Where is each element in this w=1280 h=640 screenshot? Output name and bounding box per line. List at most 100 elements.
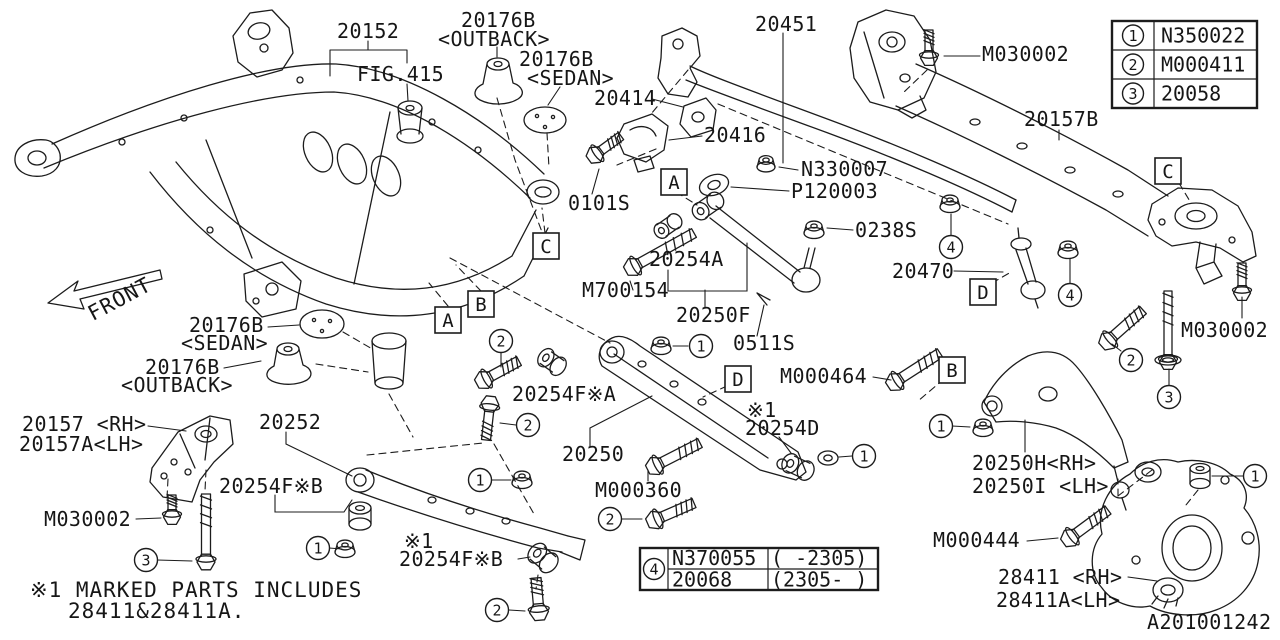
part-label-bushing-outback-left-b: <OUTBACK> bbox=[121, 373, 233, 397]
svg-text:2: 2 bbox=[1128, 56, 1137, 74]
nut-4-stablink-upper-drawing bbox=[939, 194, 961, 214]
legend-part-number: N350022 bbox=[1161, 24, 1245, 48]
part-label-nut-n330007: N330007 bbox=[801, 157, 888, 181]
lower-arm-20250h-drawing bbox=[981, 351, 1130, 511]
nut-1-trailing-rear-drawing bbox=[511, 470, 533, 490]
washer-1-20254d-drawing bbox=[817, 450, 839, 466]
bolt-3-stay-drawing bbox=[195, 493, 217, 571]
part-label-fig-ref: FIG.415 bbox=[357, 62, 444, 86]
link-20250f-drawing bbox=[709, 205, 821, 306]
callout-number-1-14: 1 bbox=[1242, 463, 1268, 489]
footnote-line1: ※1 MARKED PARTS INCLUDES bbox=[30, 578, 362, 602]
callout-letter-c-7: C bbox=[1154, 157, 1182, 185]
bolt-2-subframe-a-drawing bbox=[473, 355, 523, 389]
part-label-washer-p120003: P120003 bbox=[791, 179, 878, 203]
stay-bracket-20157-drawing bbox=[149, 415, 234, 503]
svg-text:D: D bbox=[977, 282, 988, 304]
callout-number-2-7: 2 bbox=[484, 597, 510, 623]
bushing-20176b-outback-top-drawing bbox=[474, 57, 523, 105]
svg-text:3: 3 bbox=[141, 552, 150, 570]
svg-text:2: 2 bbox=[1126, 352, 1135, 370]
svg-text:A: A bbox=[668, 172, 680, 194]
svg-text:1: 1 bbox=[1128, 27, 1137, 45]
bushing-knuckle-top-drawing bbox=[1189, 462, 1211, 490]
part-label-bolt-m030002-right: M030002 bbox=[1181, 318, 1268, 342]
part-label-stab-bushing: 20414 bbox=[594, 86, 656, 110]
part-label-subframe: 20152 bbox=[337, 19, 399, 43]
part-label-ref-20254fb-star: ※1 bbox=[404, 529, 434, 553]
front-arrow-icon bbox=[47, 269, 163, 310]
svg-text:1: 1 bbox=[936, 418, 945, 436]
stab-bushing-20414-drawing bbox=[679, 97, 717, 138]
bushing-20176b-sedan-top-drawing bbox=[523, 106, 567, 134]
variant-table bbox=[638, 546, 880, 592]
svg-text:1: 1 bbox=[1250, 468, 1259, 486]
part-label-stab-clamp: 20416 bbox=[704, 123, 766, 147]
svg-text:1: 1 bbox=[475, 472, 484, 490]
part-label-support-beam: 20157B bbox=[1024, 107, 1099, 131]
callout-number-2-2: 2 bbox=[515, 412, 541, 438]
bushing-20254fa-drawing bbox=[537, 347, 567, 377]
nut-0238s-drawing bbox=[803, 220, 825, 240]
svg-text:A: A bbox=[442, 310, 454, 332]
bolt-m030002-right-drawing bbox=[1231, 262, 1253, 302]
part-label-stay-lh: 20157A<LH> bbox=[19, 432, 143, 456]
nut-1-lateral-drawing bbox=[650, 336, 672, 356]
part-label-bolt-m000464: M000464 bbox=[780, 364, 867, 388]
part-label-bolt-m000360: M000360 bbox=[595, 478, 682, 502]
svg-text:2: 2 bbox=[496, 333, 505, 351]
part-label-link-20250f: 20250F bbox=[676, 303, 751, 327]
svg-text:D: D bbox=[732, 369, 743, 391]
part-label-stab-link-20470: 20470 bbox=[892, 259, 954, 283]
bushing-20254d-drawing bbox=[781, 453, 815, 481]
stab-link-20470-drawing bbox=[1010, 227, 1046, 309]
svg-text:1: 1 bbox=[696, 338, 705, 356]
trailing-link-20252-drawing bbox=[345, 467, 586, 561]
knuckle-28411-drawing bbox=[1091, 459, 1260, 616]
callout-number-1-0: 1 bbox=[688, 333, 714, 359]
drawing-number: A201001242 bbox=[1147, 610, 1271, 634]
bushing-20176b-sedan-left-drawing bbox=[299, 309, 345, 339]
bolt-m030002-left-drawing bbox=[161, 493, 183, 526]
callout-letter-b-1: B bbox=[467, 290, 495, 318]
bolt-3-beam-stud-drawing bbox=[1157, 290, 1179, 371]
bolt-2-beam-drawing bbox=[1098, 305, 1147, 351]
stabilizer-bar-drawing bbox=[657, 27, 1017, 213]
svg-text:2: 2 bbox=[492, 602, 501, 620]
part-label-ref-20254d-star: ※1 bbox=[747, 398, 777, 422]
body-bracket-drawing bbox=[849, 9, 937, 119]
part-label-bushing-20254f-b-left: 20254F※B bbox=[219, 474, 323, 498]
svg-text:C: C bbox=[1162, 161, 1173, 183]
callout-letter-d-4: D bbox=[724, 365, 752, 393]
part-label-stabilizer-bar: 20451 bbox=[755, 12, 817, 36]
svg-text:4: 4 bbox=[946, 239, 955, 257]
nut-n330007-drawing bbox=[756, 155, 776, 173]
callout-letter-c-2: C bbox=[532, 232, 560, 260]
svg-text:4: 4 bbox=[649, 561, 658, 579]
svg-text:B: B bbox=[475, 294, 486, 316]
svg-text:3: 3 bbox=[1128, 85, 1137, 103]
part-label-link-20254a: 20254A bbox=[649, 247, 724, 271]
part-label-nut-0238s: 0238S bbox=[855, 218, 917, 242]
svg-text:2: 2 bbox=[523, 417, 532, 435]
part-label-bolt-m700154: M700154 bbox=[582, 278, 669, 302]
bushing-20254a-2-drawing bbox=[653, 213, 683, 239]
part-label-lateral-link-20250: 20250 bbox=[562, 442, 624, 466]
bolt-m000360-drawing bbox=[644, 437, 703, 476]
bolt-2-subframe-b-drawing bbox=[479, 395, 501, 442]
variant-date-range: ( -2305) bbox=[771, 546, 867, 570]
callout-number-3-5: 3 bbox=[133, 547, 159, 573]
part-labels: 20152FIG.41520176B<OUTBACK>20176B<SEDAN>… bbox=[19, 8, 1268, 612]
part-label-bushing-sedan-left-a: 20176B bbox=[189, 313, 264, 337]
callout-letter-a-0: A bbox=[434, 306, 462, 334]
svg-text:C: C bbox=[540, 236, 551, 258]
part-label-stay-rh: 20157 <RH> bbox=[22, 412, 146, 436]
part-label-pin-0511s: 0511S bbox=[733, 331, 795, 355]
hardware-drawings bbox=[161, 29, 1253, 622]
lateral-link-20250-drawing bbox=[598, 335, 807, 481]
